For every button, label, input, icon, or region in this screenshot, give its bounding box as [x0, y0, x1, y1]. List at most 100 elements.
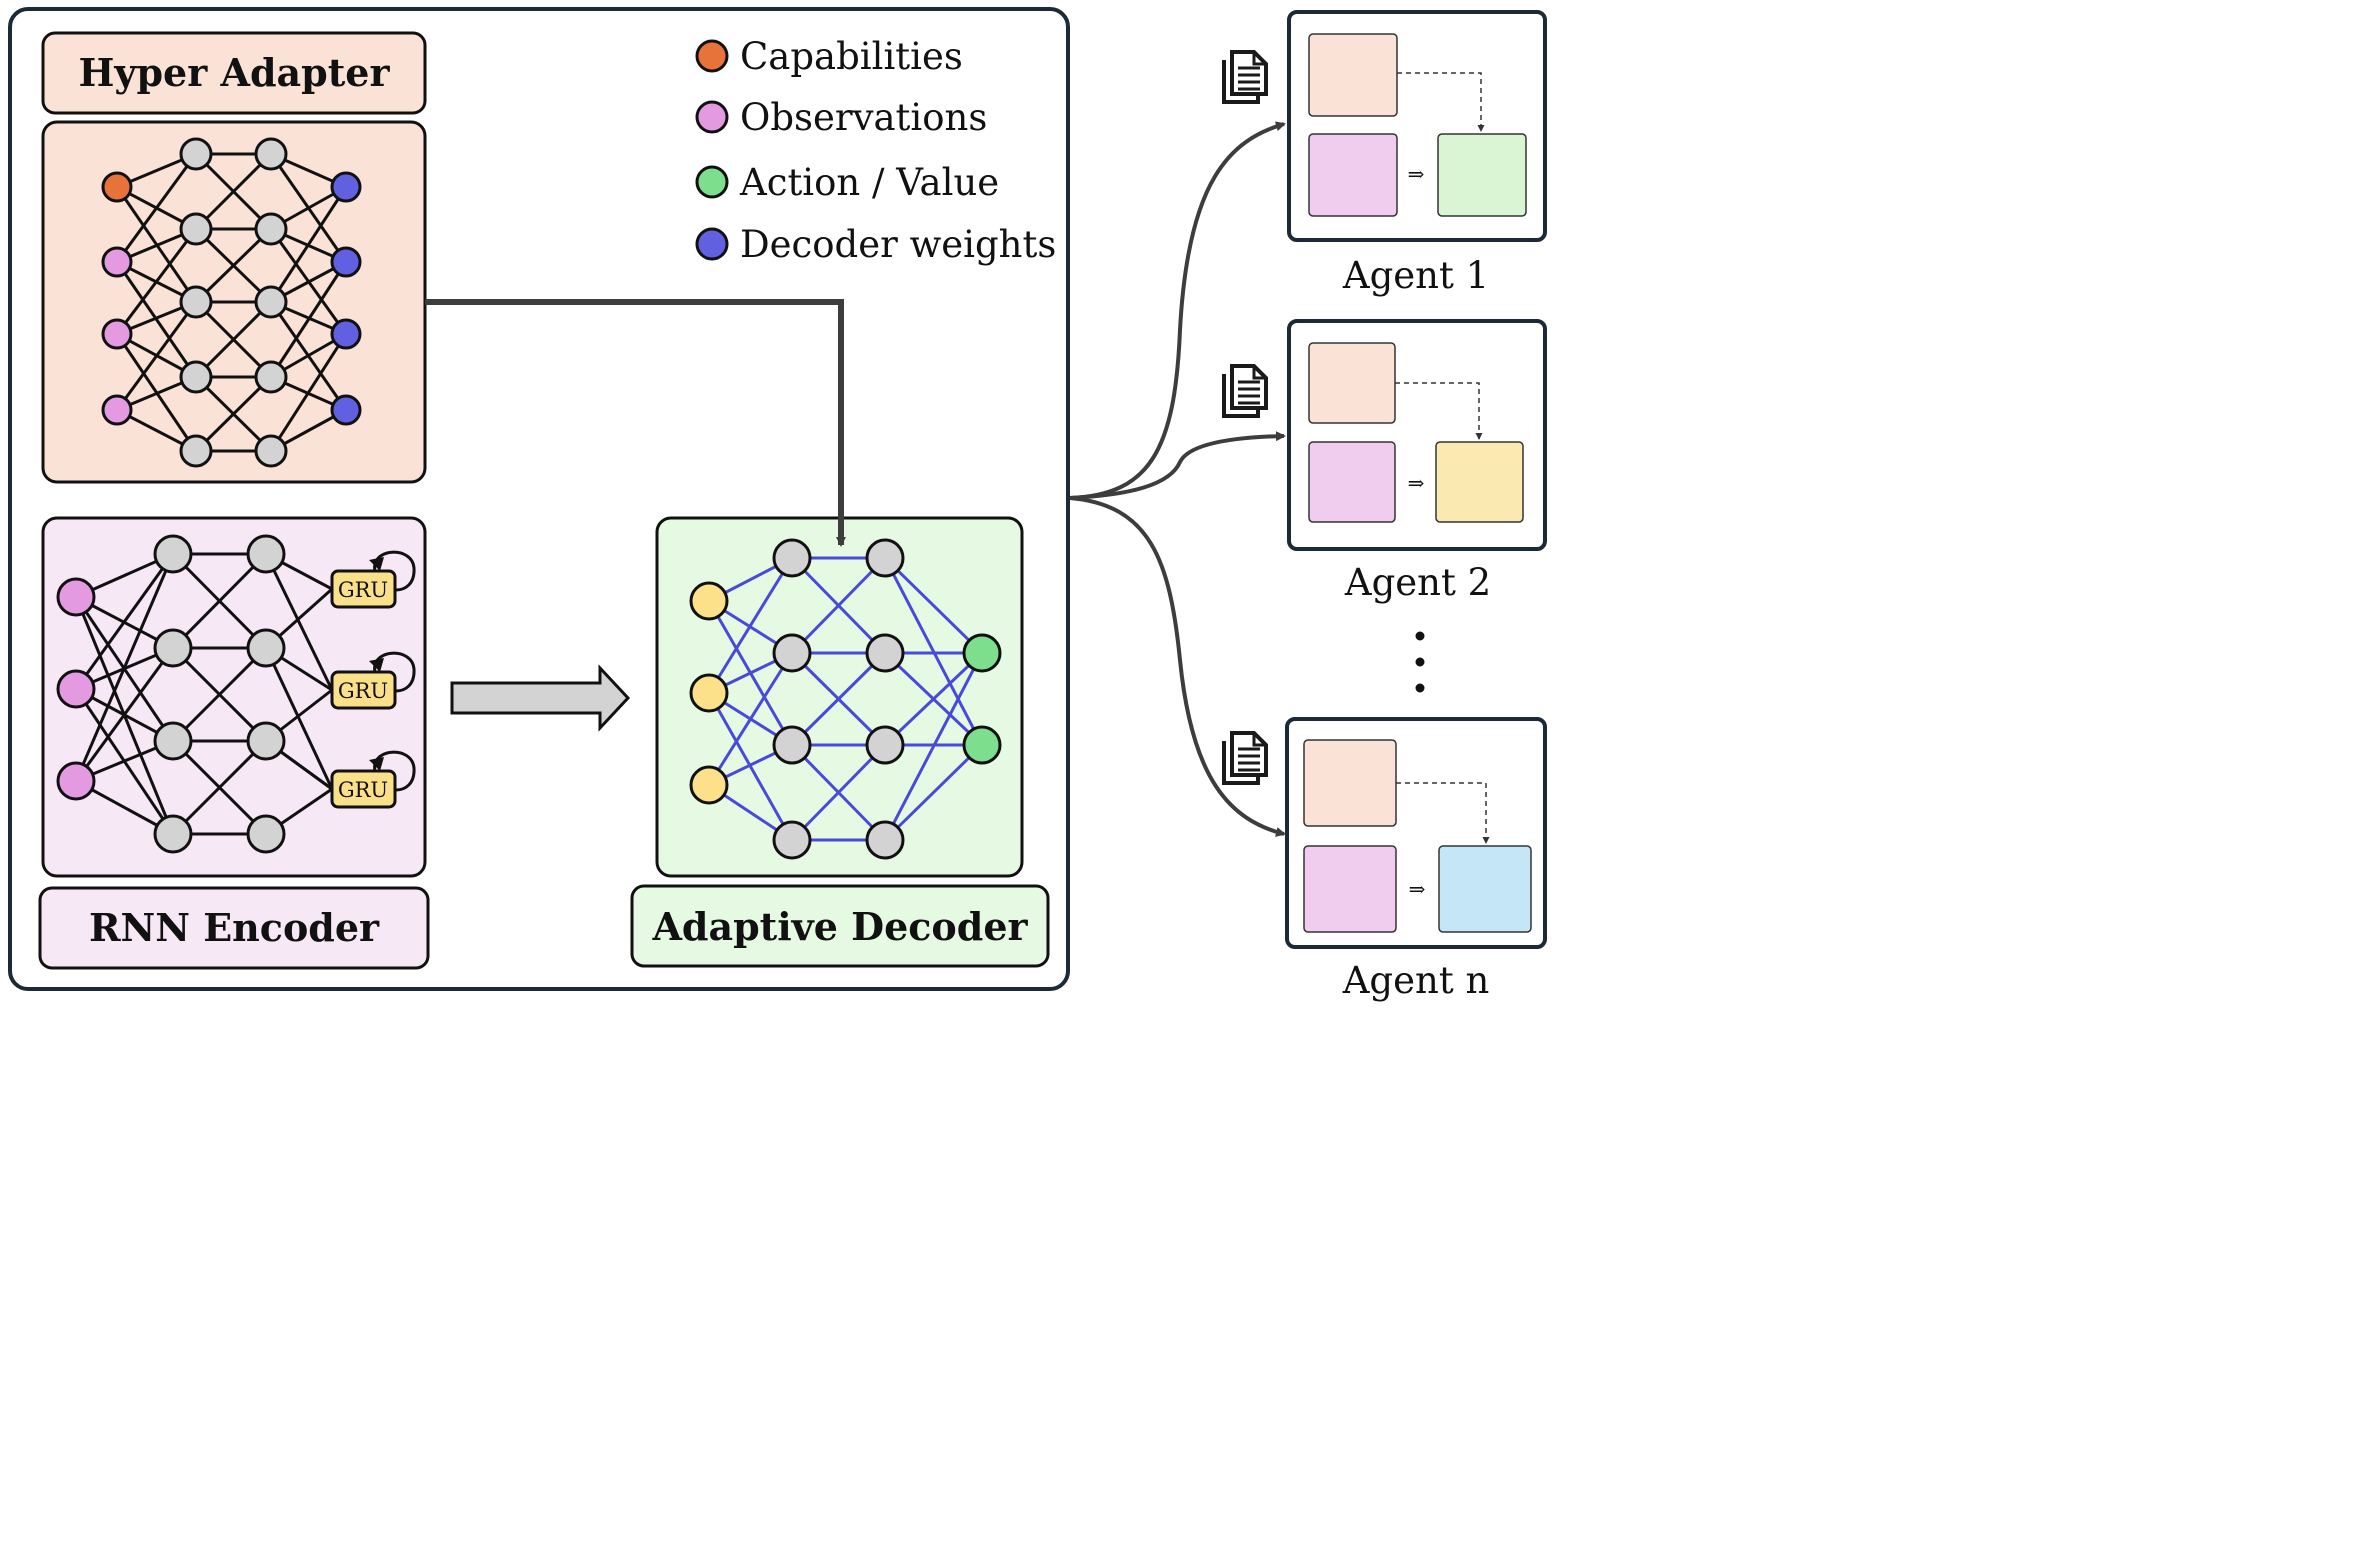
hyper-adapter-node-hidden: [254, 285, 288, 319]
encoder-to-decoder-arrow: [450, 664, 631, 732]
adaptive-decoder-node-output: [962, 725, 1002, 765]
agent-n-capabilities-block: [1303, 739, 1397, 827]
agent-2-observations-block: [1308, 441, 1396, 523]
adaptive-decoder-edge: [707, 652, 794, 786]
legend-observations-swatch: [695, 100, 729, 134]
hyper-adapter-node-hidden: [179, 137, 213, 171]
svg-text:Decoder weights: Decoder weights: [740, 223, 1056, 266]
rnn-encoder-node-hidden: [246, 628, 286, 668]
adaptive-decoder-network: [689, 538, 1002, 860]
agent-1-card: ⇒: [1287, 10, 1547, 242]
adaptive-decoder-edge: [883, 556, 984, 655]
rnn-encoder-node-input: [56, 577, 96, 617]
weights-connector-arrow: [425, 299, 846, 547]
legend-decoder-weights-swatch: [695, 227, 729, 261]
architecture-diagram: Hyper Adapter GRU GRU GRU RNN Encoder: [8, 7, 1547, 1002]
adaptive-decoder-title: Adaptive Decoder: [651, 904, 1028, 949]
rnn-encoder-node-hidden: [246, 814, 286, 854]
document-icon: [1222, 50, 1268, 104]
hyper-adapter-edge: [194, 227, 273, 304]
hyper-adapter-node-hidden: [254, 212, 288, 246]
rnn-encoder-node-hidden: [153, 814, 193, 854]
hyper-adapter-edge: [269, 333, 348, 452]
legend-item-decoder-weights: Decoder weights: [695, 223, 1056, 266]
agent-1-capabilities-block: [1308, 33, 1398, 117]
legend-capabilities-swatch: [695, 39, 729, 73]
agent-2-capabilities-block: [1308, 342, 1396, 424]
adaptive-decoder-title-box: Adaptive Decoder: [630, 884, 1050, 968]
hyper-adapter-edge: [269, 186, 348, 303]
agent-2-output-block: [1435, 441, 1524, 523]
document-icon: [1222, 731, 1268, 785]
hyper-adapter-node-hidden: [179, 434, 213, 468]
svg-text:Observations: Observations: [740, 96, 987, 139]
hyper-adapter-edge: [194, 375, 273, 453]
rnn-encoder-network: [56, 534, 334, 854]
agent-1-output-block: [1437, 133, 1527, 217]
adaptive-decoder-node-input: [689, 765, 729, 805]
svg-text:GRU: GRU: [338, 778, 388, 802]
hyper-adapter-node-hidden: [179, 285, 213, 319]
agent-1-observations-block: [1308, 133, 1398, 217]
rnn-encoder-node-hidden: [153, 628, 193, 668]
adaptive-decoder-node-input: [689, 673, 729, 713]
agent-2-label: Agent 2: [1344, 561, 1491, 604]
hyper-adapter-node-weight-output: [330, 394, 362, 426]
rnn-encoder-node-hidden: [153, 534, 193, 574]
adaptive-decoder-node-output: [962, 633, 1002, 673]
svg-text:Action / Value: Action / Value: [739, 161, 999, 204]
adaptive-decoder-node-hidden: [865, 538, 905, 578]
legend-action-value-swatch: [695, 165, 729, 199]
hyper-adapter-node-capabilities: [101, 171, 133, 203]
svg-text:Capabilities: Capabilities: [740, 35, 963, 78]
rnn-encoder-edge: [74, 553, 175, 690]
adaptive-decoder-edge: [790, 556, 887, 655]
rnn-encoder-node-input: [56, 669, 96, 709]
adaptive-decoder-edge: [707, 557, 794, 694]
rnn-encoder-title: RNN Encoder: [89, 905, 380, 950]
hyper-adapter-title: Hyper Adapter: [79, 50, 391, 95]
rnn-encoder-node-hidden: [153, 721, 193, 761]
hyper-adapter-node-weight-output: [330, 318, 362, 350]
hyper-adapter-edge: [194, 300, 273, 379]
rnn-encoder-edge: [264, 647, 334, 790]
document-icon: [1222, 364, 1268, 418]
hyper-adapter-node-input: [101, 246, 133, 278]
rnn-encoder-node-hidden: [246, 721, 286, 761]
hyper-adapter-edge: [115, 301, 198, 411]
adaptive-decoder-node-hidden: [772, 725, 812, 765]
legend: Capabilities Observations Action / Value…: [695, 35, 1056, 266]
hyper-adapter-node-hidden: [179, 360, 213, 394]
legend-item-action-value: Action / Value: [695, 161, 999, 204]
agent-n-output-block: [1438, 845, 1532, 933]
agent-branch-arrows: [1069, 121, 1286, 837]
gru-cell-1: GRU: [330, 550, 416, 609]
svg-text:GRU: GRU: [338, 679, 388, 703]
adaptive-decoder-node-hidden: [865, 725, 905, 765]
branch-arrow-agent-1: [1069, 121, 1286, 500]
hyper-adapter-title-box: Hyper Adapter: [41, 31, 427, 115]
adaptive-decoder-node-hidden: [772, 633, 812, 673]
adaptive-decoder-node-hidden: [865, 633, 905, 673]
branch-arrow-agent-2: [1069, 431, 1286, 500]
branch-arrow-agent-n: [1069, 496, 1286, 837]
hyper-adapter-edge: [194, 152, 273, 231]
rnn-encoder-node-hidden: [246, 534, 286, 574]
agent-1-label: Agent 1: [1342, 254, 1489, 297]
hyper-adapter-edge: [269, 261, 348, 378]
adaptive-decoder-node-hidden: [772, 538, 812, 578]
adaptive-decoder-edge: [790, 743, 887, 842]
agent-n-card: ⇒: [1285, 717, 1547, 949]
hyper-adapter-node-hidden: [254, 360, 288, 394]
adaptive-decoder-edge: [790, 651, 887, 747]
rnn-encoder-node-input: [56, 761, 96, 801]
hyper-adapter-node-hidden: [254, 434, 288, 468]
hyper-adapter-node-input: [101, 318, 133, 350]
rnn-encoder-edge: [74, 553, 175, 782]
adaptive-decoder-node-hidden: [772, 820, 812, 860]
rnn-encoder-title-box: RNN Encoder: [38, 886, 430, 970]
adaptive-decoder-edge: [883, 651, 984, 747]
hyper-adapter-edge: [115, 153, 198, 263]
rnn-encoder-edge: [264, 553, 334, 691]
hyper-adapter-node-weight-output: [330, 246, 362, 278]
